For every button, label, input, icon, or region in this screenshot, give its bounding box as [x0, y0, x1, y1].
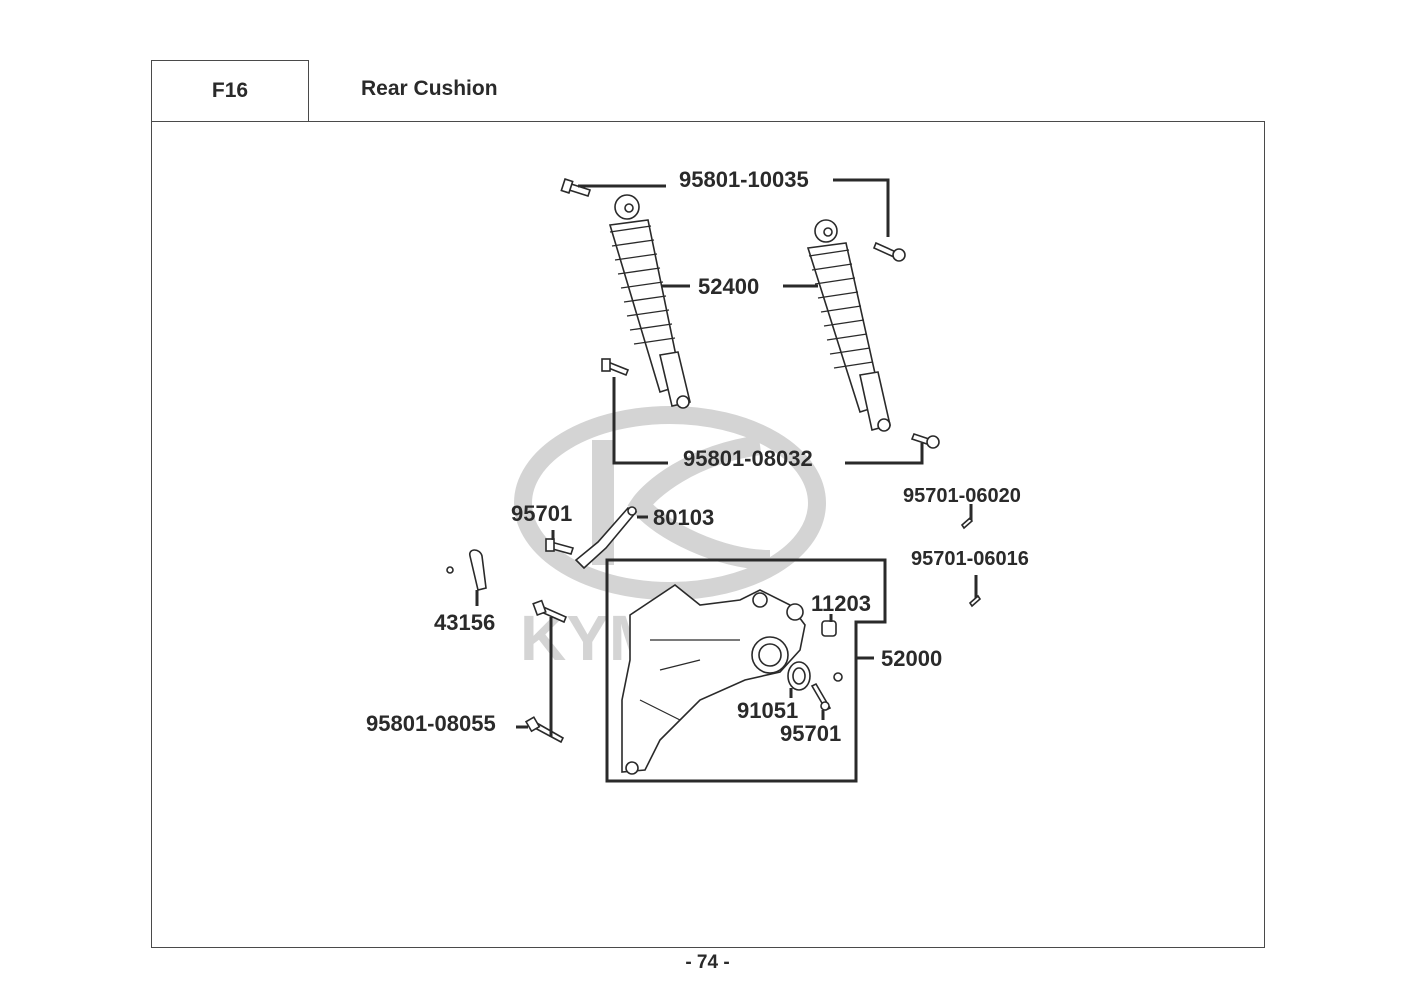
rear-fork-assy-box: [605, 558, 887, 783]
callout-91051: 91051: [737, 698, 798, 723]
callout-95801-08055: 95801-08055: [366, 711, 496, 736]
small-bolt-06016: [968, 594, 982, 608]
bolt-lower-left: [601, 358, 630, 377]
rear-cushion-right: [806, 219, 891, 432]
bolt-95701-left-part: [545, 538, 575, 555]
callout-95701-right: 95701: [780, 721, 841, 746]
small-bolt-06020: [960, 516, 974, 530]
callout-43156: 43156: [434, 610, 495, 635]
callout-80103: 80103: [653, 505, 714, 530]
diagram-frame: [151, 121, 1265, 948]
callout-95701-left: 95701: [511, 501, 572, 526]
bearing-part: [787, 661, 811, 691]
callout-52400: 52400: [698, 274, 759, 299]
bolt-upper-right: [872, 241, 906, 262]
bracket-part: [574, 506, 638, 570]
bolt-long-lower: [524, 716, 565, 744]
collar-part: [821, 620, 837, 637]
leader-lines: [475, 178, 978, 737]
callout-95801-10035: 95801-10035: [679, 167, 809, 192]
bolt-upper-left: [560, 178, 592, 198]
callout-11203: 11203: [811, 591, 871, 616]
page-number: - 74 -: [685, 952, 730, 973]
section-title: Rear Cushion: [361, 77, 498, 100]
callout-52000: 52000: [881, 646, 942, 671]
bolt-lower-right: [910, 433, 940, 449]
bolt-long-upper: [532, 599, 568, 624]
rear-cushion-left: [608, 194, 691, 409]
callout-95701-06020: 95701-06020: [903, 485, 1021, 507]
small-bolt-95701-right: [810, 672, 843, 712]
rear-fork-part: [621, 584, 806, 775]
section-code: F16: [151, 60, 309, 121]
callout-95701-06016: 95701-06016: [911, 548, 1029, 570]
clamp-part: [446, 549, 487, 591]
section-code-text: F16: [211, 79, 249, 102]
callout-95801-08032: 95801-08032: [683, 446, 813, 471]
